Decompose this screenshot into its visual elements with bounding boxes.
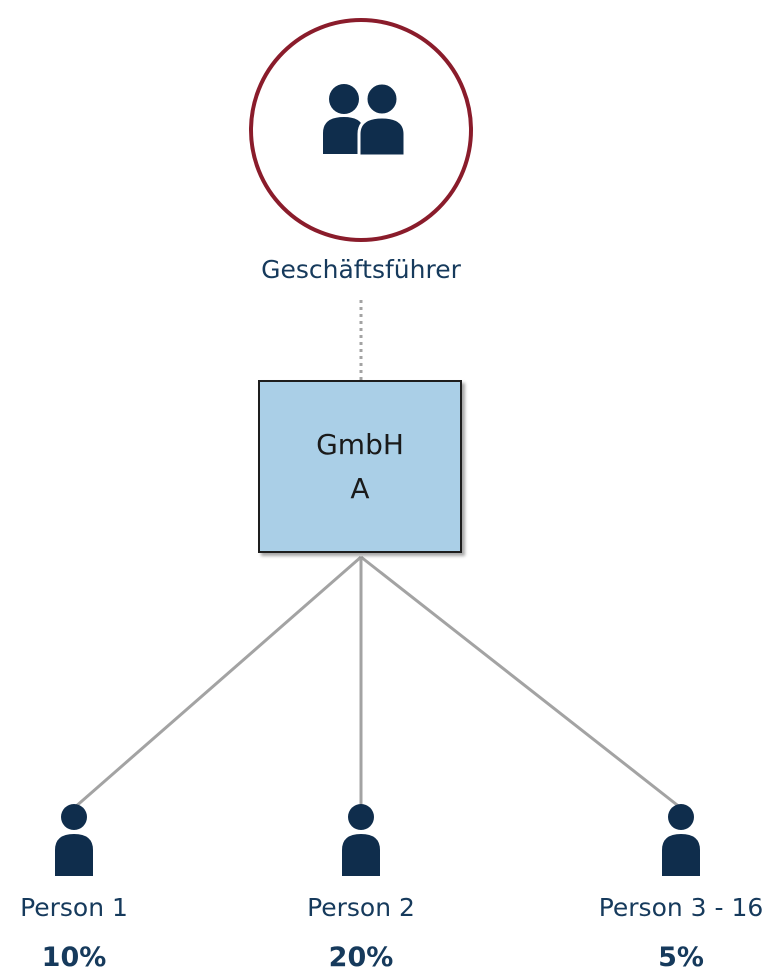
- shareholder-name: Person 1: [20, 893, 128, 922]
- person-icon: [55, 804, 93, 876]
- person-icon: [662, 804, 700, 876]
- company-box: GmbH A: [258, 380, 462, 553]
- shareholder-share: 20%: [328, 942, 394, 973]
- company-name-line-2: A: [350, 471, 370, 505]
- shareholder-name: Person 2: [307, 893, 415, 922]
- shareholder-share: 10%: [41, 942, 107, 973]
- person-icon: [342, 804, 380, 876]
- ownership-line-person-1: [73, 555, 362, 810]
- manager-label: Geschäftsführer: [261, 255, 461, 284]
- group-icon: [323, 81, 407, 158]
- ownership-line-person-3: [360, 555, 682, 810]
- shareholder-share: 5%: [658, 942, 704, 973]
- company-name-line-1: GmbH: [316, 427, 404, 461]
- shareholder-name: Person 3 - 16: [598, 893, 764, 922]
